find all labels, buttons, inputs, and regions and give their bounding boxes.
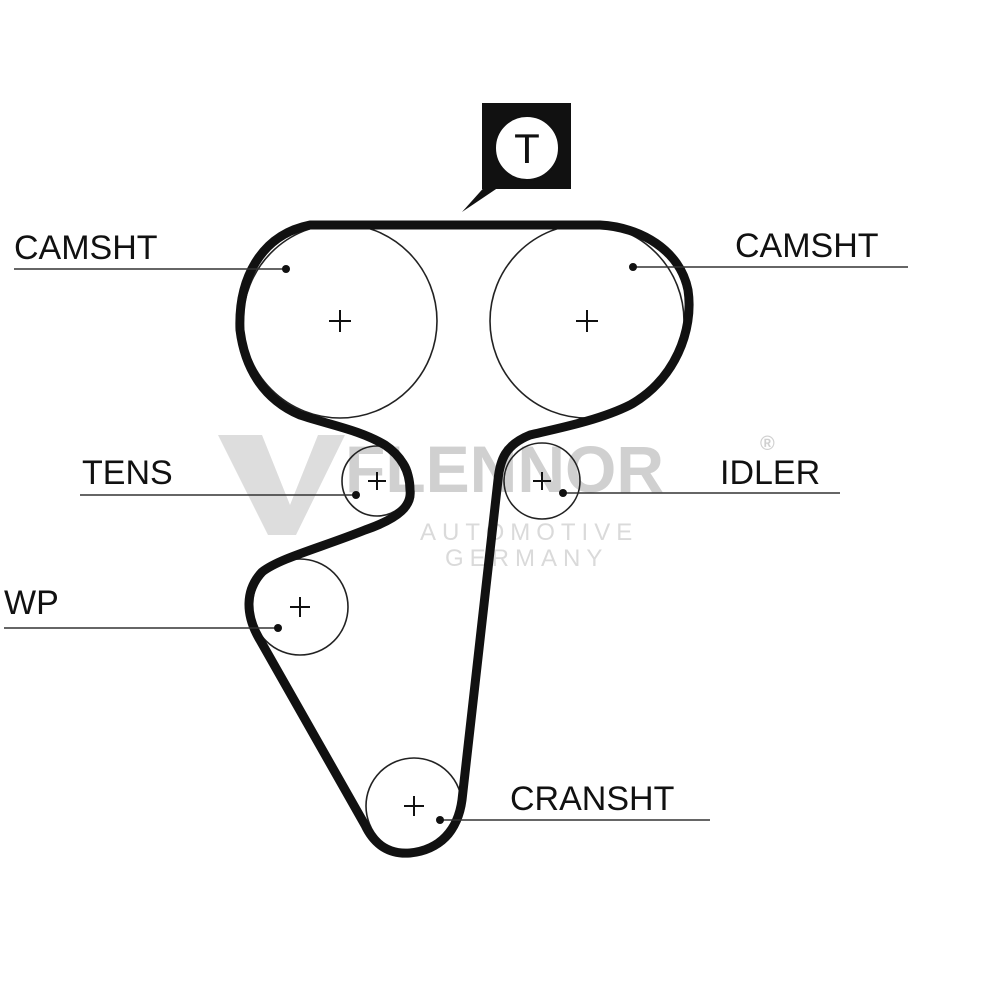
badge-circle: [494, 115, 560, 181]
label-tensioner: TENS: [82, 454, 173, 492]
callout-tensioner: TENS: [80, 454, 360, 499]
pulley-idler: [503, 442, 581, 520]
callout-camshaft-left: CAMSHT: [14, 229, 290, 273]
label-crankshaft: CRANSHT: [510, 780, 674, 818]
callout-idler: IDLER: [559, 454, 840, 497]
watermark-registered-mark: ®: [760, 433, 775, 455]
callout-camshaft-right: CAMSHT: [629, 227, 908, 271]
callout-water-pump: WP: [4, 584, 282, 632]
timing-belt: [235, 220, 694, 858]
badge-pointer: [462, 183, 505, 212]
callout-crankshaft: CRANSHT: [436, 780, 710, 824]
label-water-pump: WP: [4, 584, 59, 622]
watermark-emblem-icon: [218, 435, 345, 535]
label-camshaft-left: CAMSHT: [14, 229, 158, 267]
watermark-line1: AUTOMOTIVE: [420, 519, 638, 546]
pulley-camshaft-left: [242, 223, 438, 419]
label-idler: IDLER: [720, 454, 820, 492]
watermark-brand: FLENNOR: [345, 432, 664, 506]
label-camshaft-right: CAMSHT: [735, 227, 879, 265]
badge-letter: T: [514, 125, 540, 172]
watermark-line2: GERMANY: [445, 545, 608, 572]
